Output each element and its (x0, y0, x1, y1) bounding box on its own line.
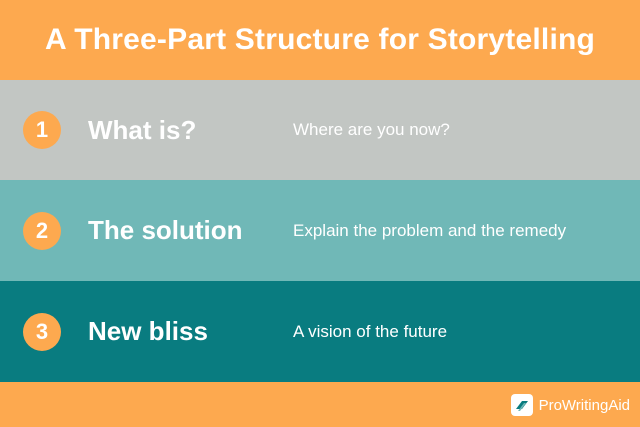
step-title: New bliss (88, 316, 208, 346)
step-description: A vision of the future (293, 321, 448, 341)
prowritingaid-logo-icon (510, 394, 533, 416)
step-row-2: 2 The solution Explain the problem and t… (0, 180, 640, 281)
step-number-badge: 1 (23, 111, 61, 149)
step-title: The solution (88, 215, 243, 245)
page-title: A Three-Part Structure for Storytelling (44, 23, 596, 56)
step-number-badge: 2 (23, 211, 61, 250)
step-row-1: 1 What is? Where are you now? (0, 80, 640, 180)
step-number-badge: 3 (23, 312, 61, 351)
footer-band: ProWritingAid (0, 382, 640, 427)
step-title: What is? (88, 114, 197, 145)
header-banner: A Three-Part Structure for Storytelling (0, 0, 640, 80)
brand-name: ProWritingAid (538, 396, 630, 414)
step-description: Where are you now? (293, 120, 450, 139)
brand-mark: ProWritingAid (510, 394, 630, 416)
step-row-3: 3 New bliss A vision of the future (0, 281, 640, 382)
step-description: Explain the problem and the remedy (293, 220, 567, 240)
